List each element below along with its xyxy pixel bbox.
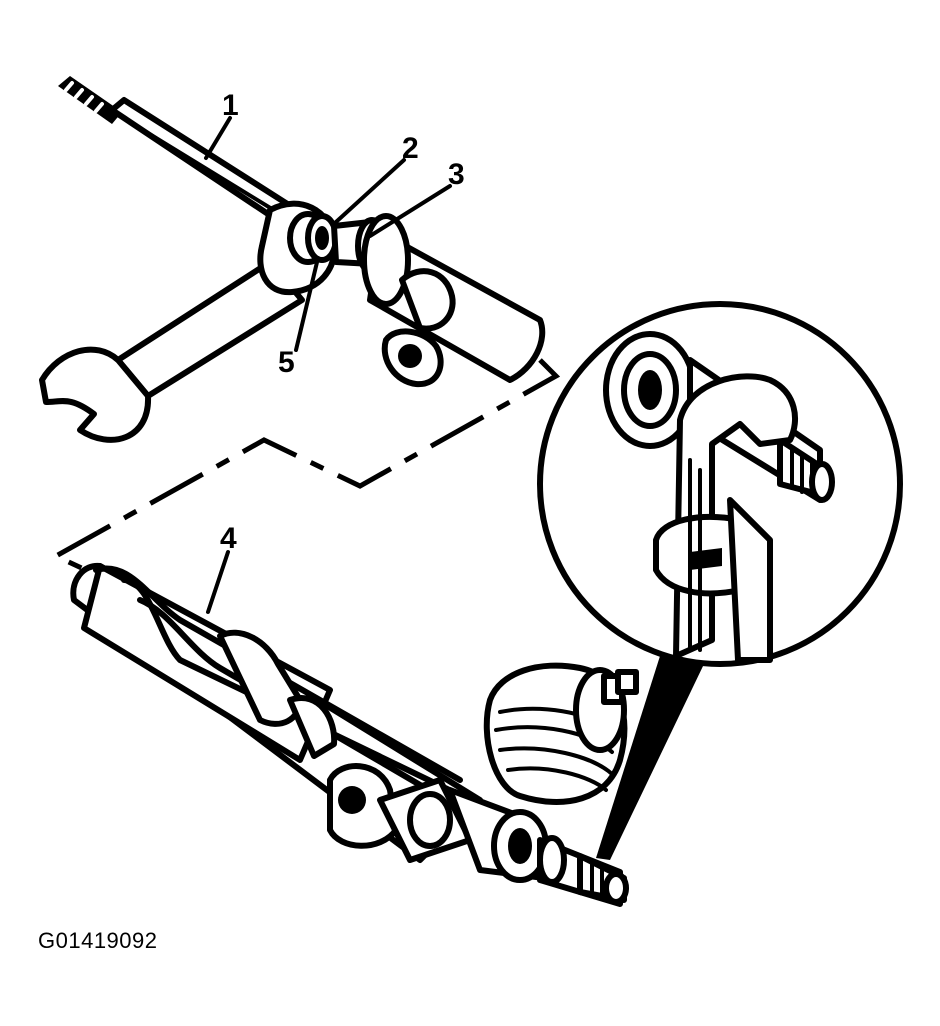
callout-leader-2 — [334, 158, 406, 224]
pinion-boot — [483, 662, 639, 805]
callout-label-2: 2 — [402, 132, 419, 165]
callout-leader-4 — [206, 550, 230, 614]
callout-label-3: 3 — [448, 158, 465, 191]
inset-adjustable-wrench — [653, 373, 799, 663]
detail-inset — [537, 301, 903, 667]
detail-leader — [596, 656, 704, 860]
pinion-shaft — [537, 835, 629, 907]
detail-dashed-frame — [50, 358, 561, 639]
inner-tie-rod-housing — [331, 213, 546, 388]
figure-id: G01419092 — [38, 928, 158, 953]
callout-label-5: 5 — [278, 346, 295, 379]
callout-label-4: 4 — [220, 522, 237, 555]
open-end-wrench — [39, 200, 338, 443]
callout-leader-1 — [204, 116, 232, 160]
tie-rod — [58, 76, 303, 229]
callout-leader-3 — [368, 184, 452, 238]
valve-housing — [327, 763, 563, 883]
callout-label-1: 1 — [222, 89, 239, 122]
callout-leaders — [204, 116, 452, 614]
jam-nut — [305, 213, 339, 263]
callout-leader-5 — [294, 256, 320, 352]
